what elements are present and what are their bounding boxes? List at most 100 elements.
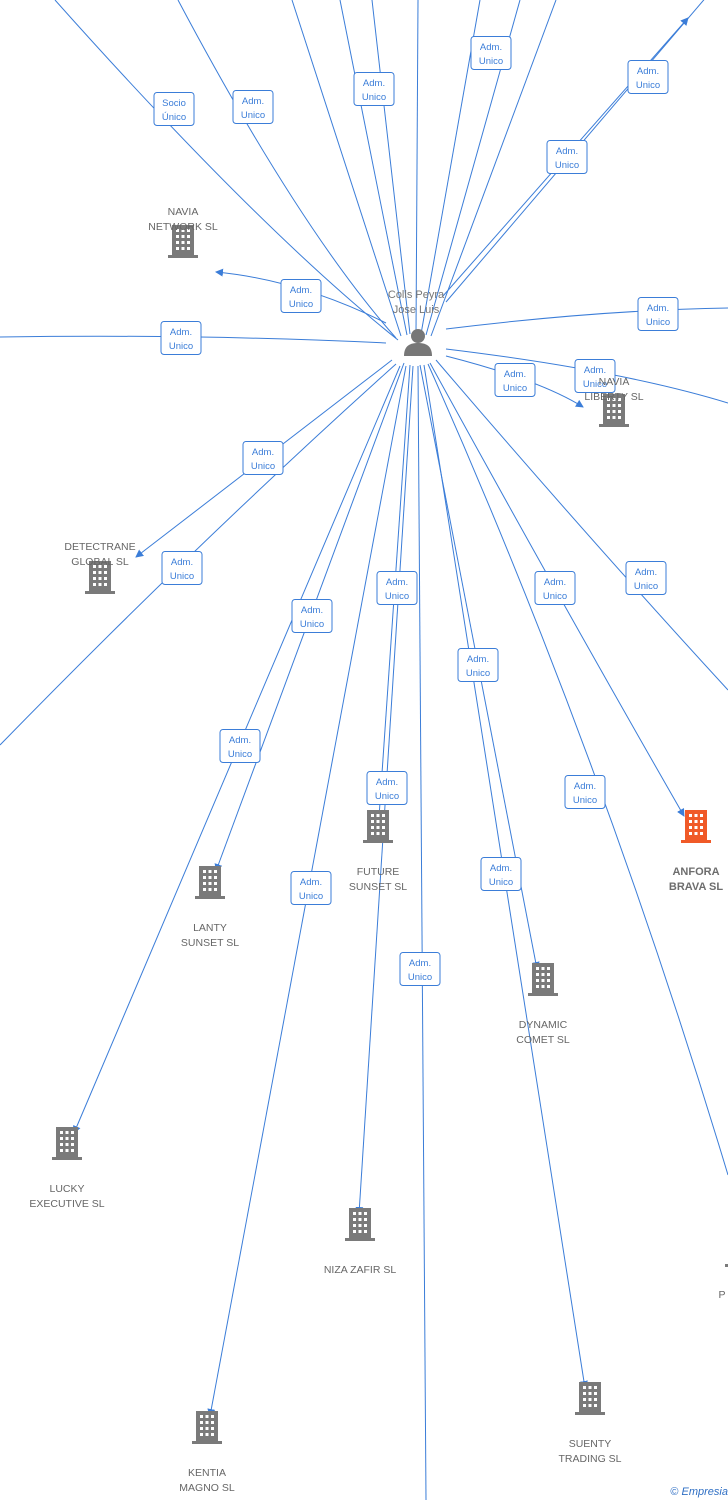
edge-label-text: Unico bbox=[408, 972, 432, 983]
edge-label-11[interactable]: Adm.Unico bbox=[242, 441, 284, 475]
edge-2 bbox=[291, 0, 402, 337]
edge-17 bbox=[0, 363, 397, 746]
edge-label-text: Adm. bbox=[252, 447, 274, 458]
edge-label-text: Adm. bbox=[171, 557, 193, 568]
edge-26 bbox=[417, 365, 427, 1500]
building-icon bbox=[52, 1127, 82, 1160]
edge-label-text: Adm. bbox=[504, 369, 526, 380]
edge-label-16[interactable]: Adm. Unico bbox=[291, 599, 333, 633]
edge-label-1[interactable]: Adm.Unico bbox=[232, 90, 274, 124]
edge-label-text: Adm. bbox=[635, 567, 657, 578]
edge-label-text: Socio bbox=[162, 98, 186, 109]
company-node-navia-network[interactable]: NAVIA NETWORK SL bbox=[148, 206, 218, 258]
edge-label-text: Unico bbox=[385, 591, 409, 602]
edge-28 bbox=[427, 363, 728, 1176]
edge-label-text: Adm. bbox=[544, 577, 566, 588]
edge-label-12[interactable]: Adm.Unico bbox=[161, 551, 203, 585]
edge-label-19[interactable]: Adm.Unico bbox=[366, 771, 408, 805]
credit: ©Empresia bbox=[670, 1486, 728, 1498]
edge-label-box bbox=[291, 599, 333, 633]
company-name: LANTY bbox=[193, 922, 227, 934]
company-name: NETWORK SL bbox=[148, 221, 218, 233]
brand-name: Empresia bbox=[681, 1486, 728, 1498]
edge-label-box bbox=[625, 561, 667, 595]
edge-label-box bbox=[637, 297, 679, 331]
company-node-niza-zafir[interactable]: NIZA ZAFIR SL bbox=[324, 1208, 397, 1276]
company-node-lanty-sunset[interactable]: LANTY SUNSET SL bbox=[181, 866, 239, 949]
company-name: DETECTRANE bbox=[64, 541, 135, 553]
edge-label-box bbox=[290, 871, 332, 905]
edge-label-text: Unico bbox=[634, 581, 658, 592]
building-icon bbox=[195, 866, 225, 899]
edge-label-text: Unico bbox=[555, 160, 579, 171]
edge-4 bbox=[371, 0, 411, 335]
company-name: SUNSET SL bbox=[181, 937, 239, 949]
edge-label-9[interactable]: Adm.Unico bbox=[494, 363, 536, 397]
building-icon bbox=[363, 810, 393, 843]
edge-label-text: Adm. bbox=[301, 605, 323, 616]
edge-label-box bbox=[376, 571, 418, 605]
edge-label-text: Unico bbox=[583, 379, 607, 390]
edge-label-box bbox=[232, 90, 274, 124]
edge-label-text: Unico bbox=[300, 619, 324, 630]
edge-label-8[interactable]: Adm.Unico bbox=[637, 297, 679, 331]
edge-label-18[interactable]: Adm.Unico bbox=[219, 729, 261, 763]
edge-label-15[interactable]: Adm. Unico bbox=[625, 561, 667, 595]
edge-label-5[interactable]: Adm. Unico bbox=[546, 140, 588, 174]
edge-label-box bbox=[574, 359, 616, 393]
edge-20 bbox=[435, 359, 728, 691]
edge-label-text: Adm. bbox=[467, 654, 489, 665]
edge-label-6[interactable]: Adm.Unico bbox=[280, 279, 322, 313]
edge-label-7[interactable]: Adm.Unico bbox=[160, 321, 202, 355]
edge-label-text: Unico bbox=[362, 92, 386, 103]
edge-label-14[interactable]: Adm. Unico bbox=[534, 571, 576, 605]
edge-label-23[interactable]: Adm.Unico bbox=[564, 775, 606, 809]
person-node[interactable]: Colls Peyra Jose Luis bbox=[388, 289, 445, 356]
building-icon bbox=[681, 810, 711, 843]
edge-label-text: Adm. bbox=[290, 285, 312, 296]
edge-label-17[interactable]: Adm.Unico bbox=[457, 648, 499, 682]
company-name: DYNAMIC bbox=[519, 1019, 568, 1031]
edge-8 bbox=[430, 0, 557, 337]
edge-label-text: Adm. bbox=[556, 146, 578, 157]
edge-label-21[interactable]: Adm.Unico bbox=[399, 952, 441, 986]
company-name: FUTURE bbox=[357, 866, 400, 878]
company-node-detectrane[interactable]: DETECTRANE GLOBAL SL bbox=[64, 541, 136, 594]
edge-labels-layer: SocioÚnicoAdm.UnicoAdm.UnicoAdm.UnicoAdm… bbox=[153, 36, 679, 986]
edge-label-text: Unico bbox=[543, 591, 567, 602]
edge-label-10[interactable]: Adm. Unico bbox=[574, 359, 616, 393]
edge-label-22[interactable]: Adm.Unico bbox=[480, 857, 522, 891]
edge-label-text: Unico bbox=[479, 56, 503, 67]
person-name-line1: Colls Peyra bbox=[388, 289, 445, 301]
edge-label-3[interactable]: Adm.Unico bbox=[470, 36, 512, 70]
edge-5 bbox=[415, 0, 419, 335]
edge-label-text: Unico bbox=[573, 795, 597, 806]
edge-label-text: Adm. bbox=[584, 365, 606, 376]
edge-label-text: Adm. bbox=[300, 877, 322, 888]
edge-label-4[interactable]: Adm.Unico bbox=[627, 60, 669, 94]
edge-label-2[interactable]: Adm.Unico bbox=[353, 72, 395, 106]
edge-label-20[interactable]: Adm.Unico bbox=[290, 871, 332, 905]
edge-label-box bbox=[564, 775, 606, 809]
edge-label-box bbox=[366, 771, 408, 805]
company-name: BRAVA SL bbox=[669, 881, 723, 893]
edge-label-box bbox=[494, 363, 536, 397]
building-icon bbox=[192, 1411, 222, 1444]
edge-6 bbox=[420, 0, 481, 335]
edge-label-box bbox=[534, 571, 576, 605]
building-icon bbox=[345, 1208, 375, 1241]
company-node-partial-p[interactable]: P bbox=[718, 1234, 728, 1301]
company-name: GLOBAL SL bbox=[71, 556, 129, 568]
edge-label-13[interactable]: Adm.Unico bbox=[376, 571, 418, 605]
company-name: NAVIA bbox=[168, 206, 199, 218]
